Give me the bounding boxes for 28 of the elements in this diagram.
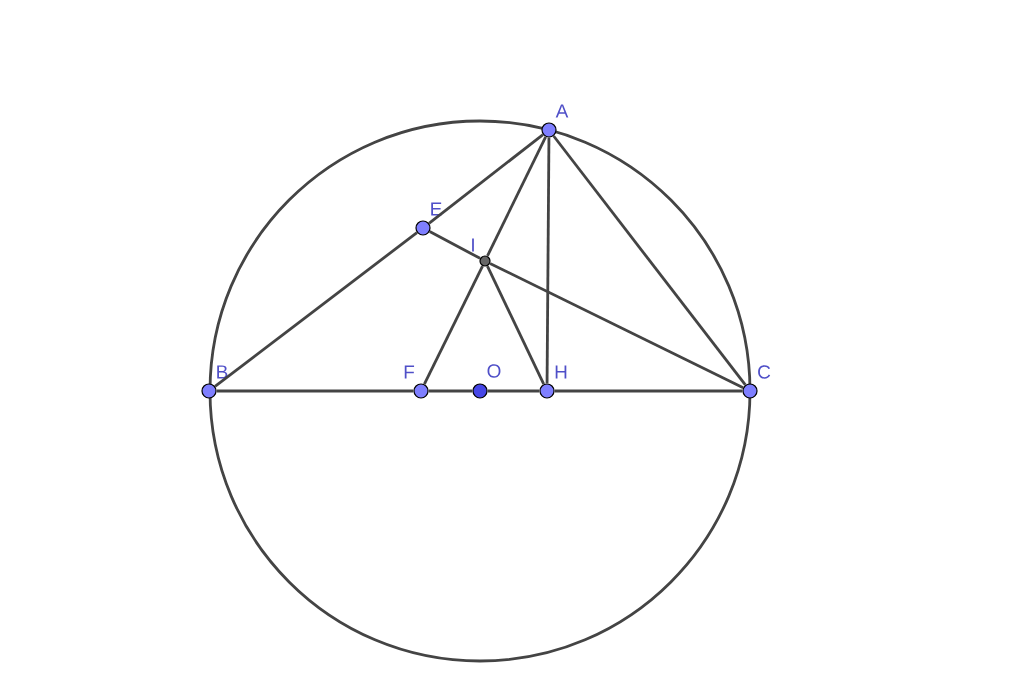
line-segment	[552, 135, 747, 386]
line-segment	[489, 262, 744, 389]
line-segment	[428, 389, 473, 393]
point-label: A	[555, 104, 569, 118]
point-marker	[413, 383, 429, 399]
point-label: I	[472, 238, 474, 252]
point-label: H	[555, 365, 567, 379]
point-label: C	[758, 365, 771, 379]
line-segment	[429, 230, 481, 260]
line-segment	[486, 136, 547, 257]
point-marker	[742, 383, 758, 399]
point-marker	[472, 383, 488, 399]
point-label: O	[487, 364, 501, 378]
point-label: F	[404, 365, 415, 379]
line-segment	[216, 389, 414, 393]
point-marker	[541, 122, 557, 138]
point-marker	[539, 383, 555, 399]
point-label: B	[217, 365, 228, 379]
line-segment	[487, 389, 540, 393]
point-marker	[479, 255, 491, 267]
line-segment	[545, 137, 551, 384]
line-segment	[428, 133, 544, 225]
line-segment	[214, 231, 418, 388]
line-segment	[554, 389, 743, 393]
point-marker	[201, 383, 217, 399]
line-segment	[423, 265, 484, 385]
line-segment	[486, 265, 545, 385]
point-marker	[415, 220, 431, 236]
